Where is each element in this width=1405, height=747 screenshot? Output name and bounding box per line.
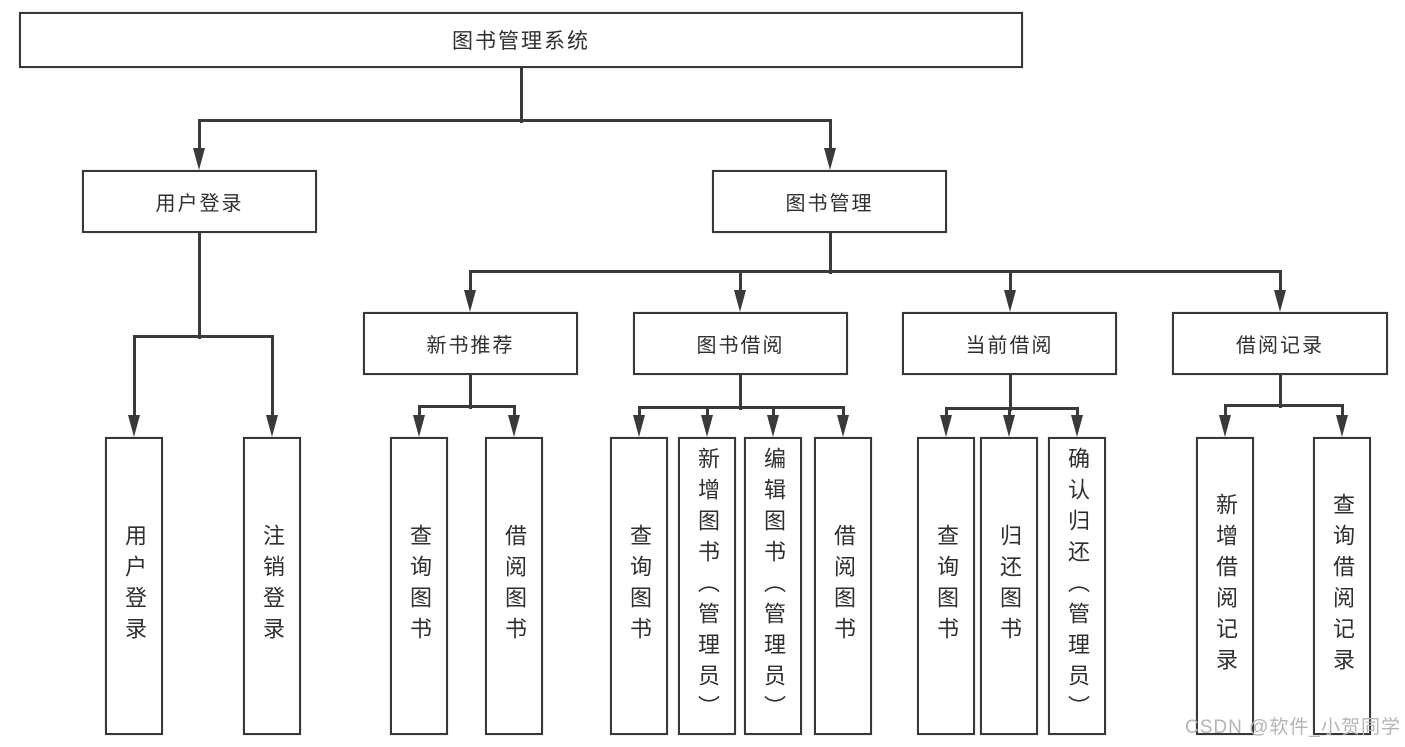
connector-stem-new-book-recommend <box>468 375 472 409</box>
node-leaf-borrow-book: 借阅图书 <box>814 437 872 735</box>
node-label-new-book-recommend: 新书推荐 <box>426 335 515 357</box>
arrow-down-icon <box>127 415 140 437</box>
node-label-borrow-record: 借阅记录 <box>1236 335 1324 357</box>
node-label-book-borrow: 图书借阅 <box>696 335 785 357</box>
connector-elbow-root <box>197 118 832 122</box>
arrow-down-icon <box>412 415 425 437</box>
arrow-down-icon <box>733 290 746 312</box>
arrow-down-icon <box>1070 415 1083 437</box>
node-book-management: 图书管理 <box>712 170 947 233</box>
connector-drop-borrow-record <box>1340 405 1344 419</box>
node-leaf-edit-book-admin: 编辑图书（管理员） <box>744 437 802 735</box>
node-label-leaf-borrow-book-recommend: 借阅图书 <box>502 524 527 648</box>
connector-stem-root <box>519 68 523 123</box>
arrow-down-icon <box>632 415 645 437</box>
connector-elbow-book-management <box>468 269 1282 273</box>
arrow-down-icon <box>1335 415 1348 437</box>
node-label-leaf-add-book-admin: 新增图书（管理员） <box>695 446 720 726</box>
connector-stem-current-borrow <box>1008 375 1012 411</box>
arrow-down-icon <box>463 290 476 312</box>
connector-drop-root <box>828 120 832 152</box>
connector-drop-book-borrow <box>705 407 709 419</box>
node-borrow-record: 借阅记录 <box>1172 312 1388 375</box>
connector-elbow-user-login <box>132 334 274 338</box>
connector-elbow-borrow-record <box>1223 403 1344 407</box>
connector-stem-book-borrow <box>738 375 742 410</box>
connector-drop-current-borrow <box>1007 408 1011 419</box>
node-label-leaf-borrow-book: 借阅图书 <box>831 524 856 648</box>
node-current-borrow: 当前借阅 <box>902 312 1117 375</box>
node-book-borrow: 图书借阅 <box>633 312 848 375</box>
connector-drop-book-borrow <box>841 407 845 419</box>
node-new-book-recommend: 新书推荐 <box>363 312 578 375</box>
node-label-book-management: 图书管理 <box>785 193 874 215</box>
node-label-leaf-add-borrow-record: 新增借阅记录 <box>1213 493 1238 679</box>
arrow-down-icon <box>192 148 205 170</box>
connector-stem-user-login <box>197 233 201 339</box>
connector-drop-current-borrow <box>944 408 948 419</box>
node-label-leaf-logout-login: 注销登录 <box>260 524 285 648</box>
connector-drop-root <box>197 120 201 152</box>
connector-elbow-book-borrow <box>637 405 845 409</box>
connector-drop-book-management <box>738 271 742 294</box>
connector-stem-book-management <box>828 233 832 274</box>
arrow-down-icon <box>823 148 836 170</box>
arrow-down-icon <box>1002 415 1015 437</box>
arrow-down-icon <box>766 415 779 437</box>
node-leaf-return-book: 归还图书 <box>980 437 1038 735</box>
node-label-current-borrow: 当前借阅 <box>965 335 1054 357</box>
node-leaf-query-book-borrow: 查询图书 <box>610 437 668 735</box>
connector-stem-borrow-record <box>1278 375 1282 408</box>
node-root: 图书管理系统 <box>19 12 1023 68</box>
connector-drop-new-book-recommend <box>417 406 421 419</box>
node-leaf-query-book-recommend: 查询图书 <box>390 437 448 735</box>
node-label-leaf-query-book-recommend: 查询图书 <box>407 524 432 648</box>
connector-drop-book-borrow <box>637 407 641 419</box>
node-label-root: 图书管理系统 <box>452 30 590 53</box>
connector-drop-user-login <box>132 336 136 419</box>
connector-drop-book-management <box>1278 271 1282 294</box>
connector-drop-new-book-recommend <box>512 406 516 419</box>
connector-drop-book-management <box>1008 271 1012 294</box>
connector-drop-borrow-record <box>1223 405 1227 419</box>
node-leaf-query-book-current: 查询图书 <box>917 437 975 735</box>
node-leaf-confirm-return-admin: 确认归还（管理员） <box>1048 437 1106 735</box>
node-label-leaf-query-book-borrow: 查询图书 <box>627 524 652 648</box>
node-leaf-borrow-book-recommend: 借阅图书 <box>485 437 543 735</box>
arrow-down-icon <box>507 415 520 437</box>
arrow-down-icon <box>836 415 849 437</box>
node-label-leaf-confirm-return-admin: 确认归还（管理员） <box>1065 446 1090 726</box>
connector-drop-book-borrow <box>771 407 775 419</box>
node-leaf-add-book-admin: 新增图书（管理员） <box>678 437 736 735</box>
arrow-down-icon <box>265 415 278 437</box>
arrow-down-icon <box>1003 290 1016 312</box>
node-user-login: 用户登录 <box>82 170 317 233</box>
arrow-down-icon <box>700 415 713 437</box>
arrow-down-icon <box>1273 290 1286 312</box>
node-label-user-login: 用户登录 <box>155 193 244 215</box>
node-leaf-query-borrow-record: 查询借阅记录 <box>1313 437 1371 735</box>
connector-drop-user-login <box>270 336 274 419</box>
node-label-leaf-query-borrow-record: 查询借阅记录 <box>1330 493 1355 679</box>
node-leaf-user-login: 用户登录 <box>105 437 163 735</box>
connector-drop-current-borrow <box>1075 408 1079 419</box>
connector-elbow-current-borrow <box>944 406 1079 410</box>
node-leaf-add-borrow-record: 新增借阅记录 <box>1196 437 1254 735</box>
arrow-down-icon <box>1218 415 1231 437</box>
connector-drop-book-management <box>468 271 472 294</box>
node-label-leaf-user-login: 用户登录 <box>122 524 147 648</box>
connector-elbow-new-book-recommend <box>417 404 516 408</box>
node-label-leaf-edit-book-admin: 编辑图书（管理员） <box>761 446 786 726</box>
node-label-leaf-return-book: 归还图书 <box>997 524 1022 648</box>
node-label-leaf-query-book-current: 查询图书 <box>934 524 959 648</box>
arrow-down-icon <box>939 415 952 437</box>
node-leaf-logout-login: 注销登录 <box>243 437 301 735</box>
